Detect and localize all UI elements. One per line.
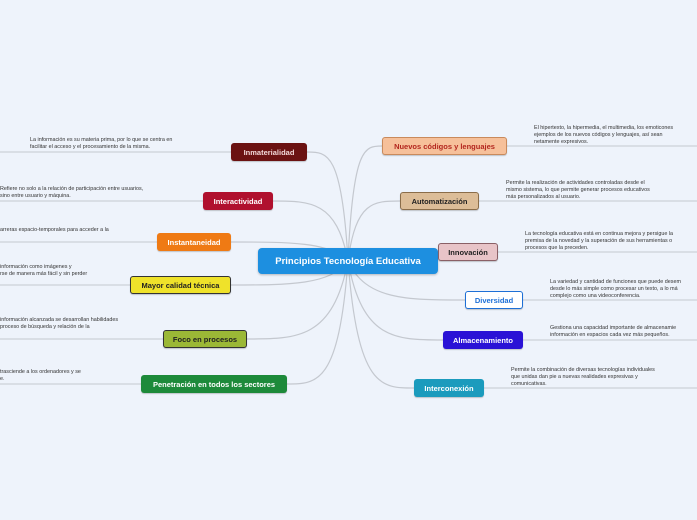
node-mayor-calidad-tecnica[interactable]: Mayor calidad técnica [130,276,231,294]
description-diversidad: La variedad y cantidad de funciones que … [550,279,681,299]
description-foco-en-procesos: información alcanzada se desarrollan hab… [0,317,119,330]
description-instantaneidad: arreras espacio-temporales para acceder … [0,227,109,233]
description-nuevos-codigos: El hipertexto, la hipermedia, el multime… [534,125,674,145]
node-automatizacion[interactable]: Automatización [400,192,479,210]
node-nuevos-codigos-y-lenguajes[interactable]: Nuevos códigos y lenguajes [382,137,507,155]
description-interconexion: Permite la combinación de diversas tecno… [511,367,655,387]
node-instantaneidad[interactable]: Instantaneidad [157,233,231,251]
connector-left-4 [246,260,349,340]
node-foco-en-procesos[interactable]: Foco en procesos [163,330,247,348]
connector-right-1 [347,200,401,262]
description-inmaterialidad: La información es su materia prima, por … [30,137,173,150]
description-penetracion: trasciende a los ordenadores y se e. [0,369,81,382]
node-inmaterialidad[interactable]: Inmaterialidad [231,143,307,161]
description-almacenamiento: Gestiona una capacidad importante de alm… [550,325,677,338]
node-almacenamiento[interactable]: Almacenamiento [443,331,523,349]
description-innovacion: La tecnología educativa está en continua… [525,231,674,251]
node-interconexion[interactable]: Interconexión [414,379,484,397]
node-interactividad[interactable]: Interactividad [203,192,273,210]
connector-left-5 [286,260,349,385]
connector-right-0 [347,145,383,262]
node-penetracion-en-todos-los-sectores[interactable]: Penetración en todos los sectores [141,375,287,393]
description-mayor-calidad-tecnica: información como imágenes y rse de maner… [0,264,88,277]
connector-right-4 [347,260,444,341]
node-diversidad[interactable]: Diversidad [465,291,523,309]
connector-left-1 [272,200,349,262]
connector-left-0 [306,151,349,262]
description-interactividad: Refiere no solo a la relación de partici… [0,186,144,199]
description-automatizacion: Permite la realización de actividades co… [506,180,650,200]
central-topic[interactable]: Principios Tecnología Educativa [258,248,438,274]
connector-right-5 [347,260,415,389]
node-innovacion[interactable]: Innovación [438,243,498,261]
